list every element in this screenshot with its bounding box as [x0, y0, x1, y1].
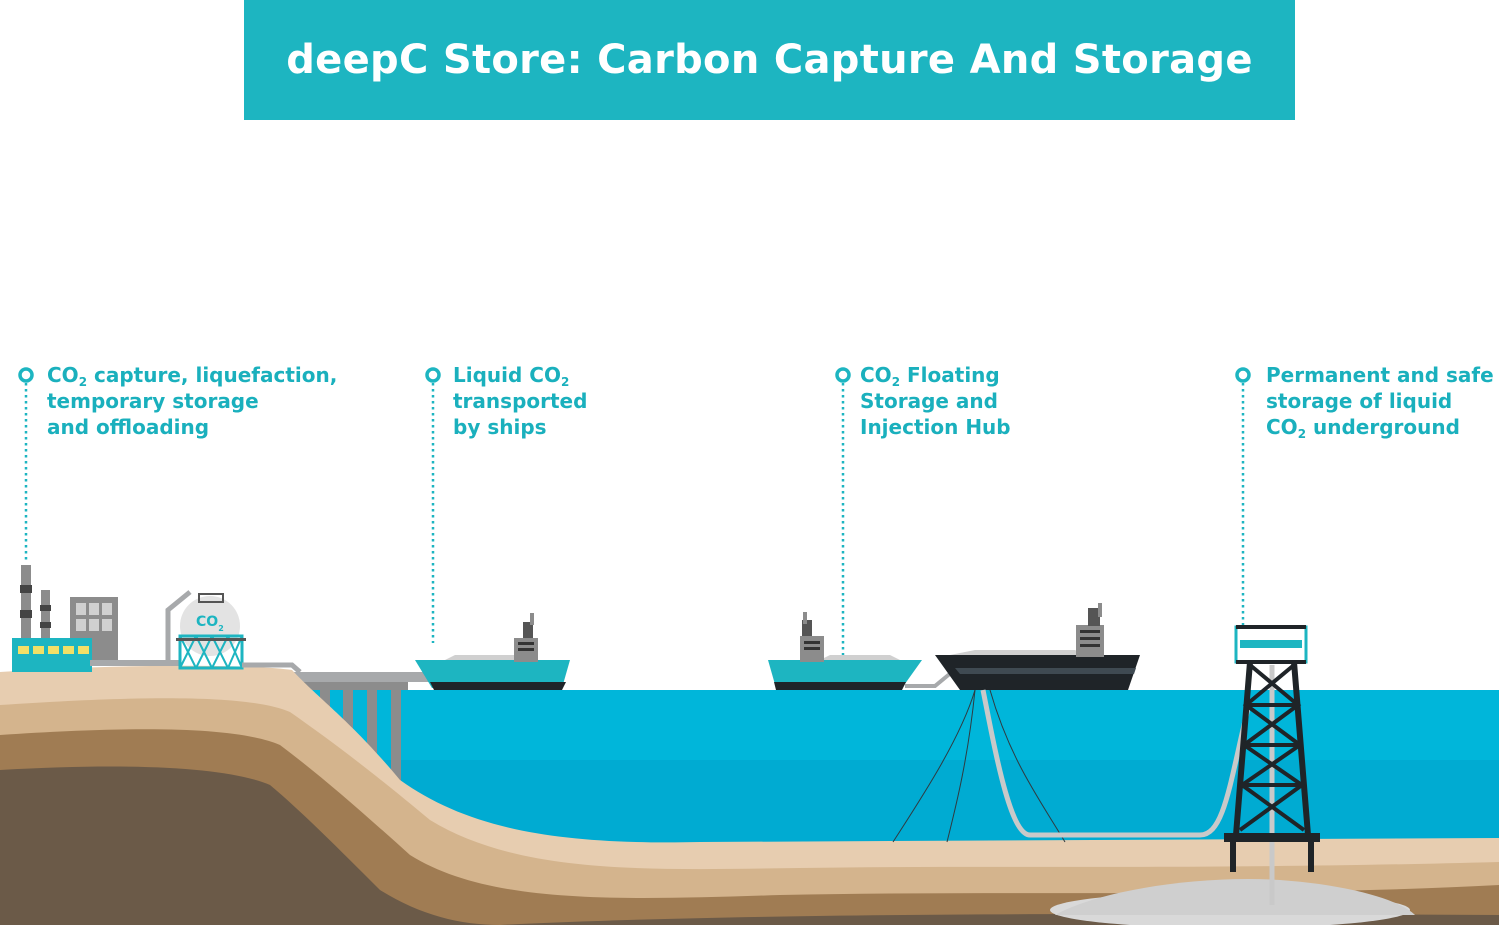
title-banner: deepC Store: Carbon Capture And Storage — [244, 0, 1295, 120]
marker-capture — [18, 367, 34, 563]
marker-storage — [1235, 367, 1251, 625]
callout-line: CO2 capture, liquefaction, — [47, 363, 338, 389]
callout-line: Permanent and safe — [1266, 363, 1494, 387]
callout-line: Liquid CO2 — [453, 363, 570, 389]
floating-storage-vessel-icon — [892, 603, 1253, 843]
marker-hub — [835, 367, 851, 655]
tank-label: CO2 — [196, 614, 224, 633]
page-title: deepC Store: Carbon Capture And Storage — [286, 37, 1253, 83]
callout-line: transported — [453, 389, 588, 413]
callout-line: CO2 underground — [1266, 415, 1460, 441]
callout-line: CO2 Floating — [860, 363, 1000, 389]
seabed — [0, 665, 1499, 925]
marker-shipping — [425, 367, 441, 643]
callout-line: and offloading — [47, 415, 210, 439]
hub-shuttle-ship-icon — [768, 612, 954, 690]
injection-platform-icon — [1224, 625, 1320, 905]
co2-carrier-ship-icon — [415, 613, 570, 690]
callout-line: Storage and — [860, 389, 998, 413]
callout-line: storage of liquid — [1266, 389, 1453, 413]
callout-markers — [18, 367, 1251, 655]
co2-plant-icon: CO2 — [12, 565, 302, 674]
callout-line: temporary storage — [47, 389, 259, 413]
callout-line: Injection Hub — [860, 415, 1011, 439]
callout-capture: CO2 capture, liquefaction,temporary stor… — [47, 362, 337, 440]
callout-line: by ships — [453, 415, 547, 439]
